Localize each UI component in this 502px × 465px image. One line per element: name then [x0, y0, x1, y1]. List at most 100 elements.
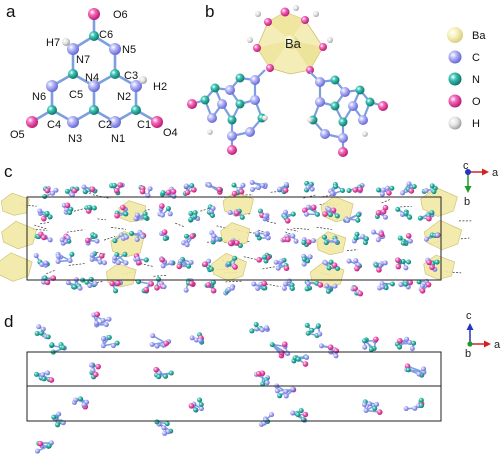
atom-c — [421, 366, 427, 372]
atom-c — [159, 212, 165, 218]
atom-c — [407, 340, 413, 346]
atom-n — [46, 443, 52, 449]
atom-n — [362, 338, 368, 344]
atom-c — [160, 263, 166, 269]
ba-ligand-h — [247, 37, 253, 43]
atom-o — [231, 190, 238, 197]
atom-label-n5: N5 — [122, 44, 136, 56]
atom-n — [406, 259, 412, 265]
atom-o — [302, 361, 309, 367]
atom-o — [284, 217, 291, 224]
atom-c — [305, 281, 311, 287]
atom-n6 — [46, 80, 58, 92]
molecule-cluster — [189, 332, 205, 345]
ba-ligand-o — [253, 44, 261, 52]
atom-c — [329, 190, 335, 196]
atom-n — [372, 405, 378, 411]
atom-n — [298, 408, 304, 414]
atom-n — [88, 276, 94, 282]
atom-n — [338, 117, 348, 127]
molecule-cluster — [49, 342, 67, 355]
atom-o — [425, 281, 432, 288]
molecule-cluster — [281, 278, 295, 291]
atom-c — [106, 316, 112, 322]
molecule-cluster — [361, 399, 383, 415]
molecule-cluster — [33, 253, 50, 268]
atom-n — [431, 189, 437, 195]
atom-c — [283, 209, 289, 215]
atom-c — [423, 236, 429, 242]
atom-n — [301, 256, 307, 262]
atom-o4 — [151, 116, 163, 128]
atom-o — [373, 336, 379, 343]
hydrogen-bond — [318, 194, 333, 198]
atom-c3 — [110, 69, 120, 79]
atom-o — [386, 190, 392, 196]
atom-c — [183, 183, 189, 189]
atom-c — [362, 344, 368, 350]
axis-label-c: c — [466, 310, 472, 322]
atom-n — [188, 217, 194, 223]
atom-c — [290, 233, 296, 239]
atom-c — [320, 129, 330, 139]
atom-n — [67, 210, 73, 216]
atom-c — [50, 190, 56, 196]
molecule-cluster — [273, 257, 290, 272]
atom-c — [324, 283, 330, 289]
atom-n — [143, 257, 149, 263]
panel-label-d: d — [4, 312, 13, 331]
atom-o — [115, 280, 121, 286]
ba-polyhedron — [211, 252, 247, 282]
atom-c — [36, 324, 42, 330]
atom-o — [279, 350, 285, 356]
molecule-cluster — [274, 383, 297, 399]
molecule-cluster — [421, 183, 438, 195]
atom-o — [94, 311, 101, 318]
axis-label-b: b — [465, 348, 471, 360]
molecule-cluster — [404, 363, 427, 378]
atom-label-c3: C3 — [124, 70, 138, 82]
molecule-a-atoms — [26, 8, 163, 128]
molecule-cluster — [206, 204, 216, 218]
atom-n — [373, 262, 379, 268]
molecule-cluster — [112, 232, 130, 244]
atom-c — [379, 284, 385, 290]
atom-n — [340, 188, 346, 194]
legend-swatch-ba — [447, 27, 463, 43]
panel-d-packing — [33, 311, 427, 454]
atom-c — [40, 372, 46, 378]
atom-h — [307, 117, 313, 123]
atom-o — [113, 187, 120, 194]
atom-n — [60, 345, 66, 351]
atom-c — [262, 213, 268, 219]
atom-c — [398, 282, 404, 288]
legend-label-ba: Ba — [472, 30, 486, 42]
atom-o — [44, 279, 51, 286]
molecule-cluster — [403, 397, 425, 412]
hydrogen-bond — [286, 228, 298, 232]
molecule-cluster — [65, 277, 83, 291]
molecule-cluster — [188, 210, 201, 223]
atom-c — [89, 252, 95, 258]
atom-c — [382, 260, 388, 266]
atom-label-n3: N3 — [68, 133, 82, 145]
hydrogen-bond — [267, 221, 277, 224]
molecule-cluster — [398, 279, 414, 290]
atom-c — [250, 75, 260, 85]
atom-c — [55, 253, 61, 259]
molecule-cluster — [41, 275, 57, 286]
atom-n — [232, 255, 238, 261]
atom-n — [328, 259, 334, 265]
atom-o — [161, 229, 168, 235]
panel-a: a — [6, 2, 178, 145]
atom-c — [361, 402, 367, 408]
atom-n — [162, 236, 168, 242]
atom-c — [367, 401, 373, 407]
molecule-cluster — [112, 251, 129, 266]
atom-o — [109, 280, 115, 287]
atom-o — [71, 187, 78, 194]
atom-c — [290, 386, 296, 392]
atom-c — [409, 345, 415, 351]
atom-c — [81, 184, 87, 190]
legend-swatch-n — [448, 72, 462, 86]
